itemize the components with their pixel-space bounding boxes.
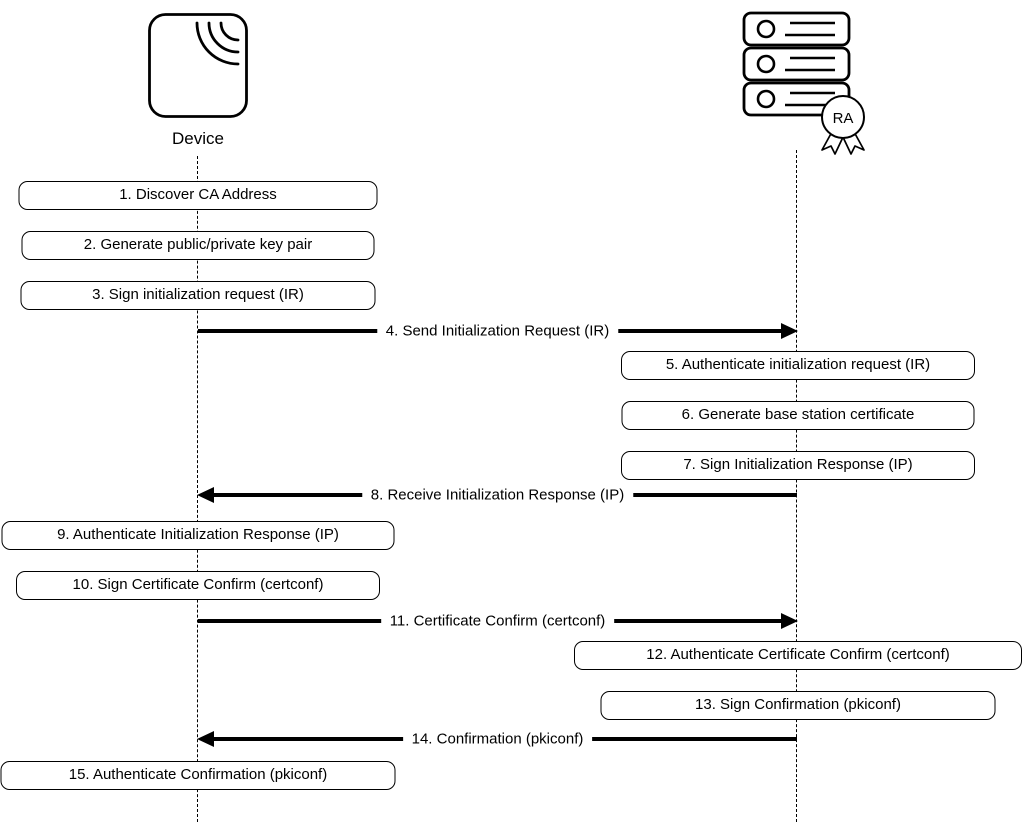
arrowhead-right-icon [781, 323, 798, 339]
wireless-device-icon [148, 13, 248, 118]
device-actor-label: Device [172, 129, 224, 148]
step-1-box: 1. Discover CA Address [18, 181, 378, 210]
step-2-box: 2. Generate public/private key pair [21, 231, 375, 260]
step-4-message-label: 4. Send Initialization Request (IR) [376, 322, 619, 340]
server-units [742, 11, 851, 117]
step-14-message-label: 14. Confirmation (pkiconf) [402, 730, 593, 748]
arrowhead-left-icon [197, 731, 214, 747]
ra-lifeline [796, 150, 797, 822]
device-body [148, 13, 248, 118]
step-3-box: 3. Sign initialization request (IR) [20, 281, 376, 310]
step-7-box: 7. Sign Initialization Response (IP) [621, 451, 975, 480]
step-5-box: 5. Authenticate initialization request (… [621, 351, 975, 380]
step-6-box: 6. Generate base station certificate [621, 401, 975, 430]
ra-certificate-badge: RA [821, 95, 865, 155]
wifi-arc-inner [219, 21, 240, 42]
badge-circle [821, 95, 865, 139]
arrowhead-right-icon [781, 613, 798, 629]
wifi-arc-middle [207, 21, 240, 54]
step-9-box: 9. Authenticate Initialization Response … [1, 521, 395, 550]
step-8-message-label: 8. Receive Initialization Response (IP) [361, 486, 634, 504]
step-13-box: 13. Sign Confirmation (pkiconf) [600, 691, 996, 720]
wifi-arc-outer [195, 21, 240, 66]
step-10-box: 10. Sign Certificate Confirm (certconf) [16, 571, 380, 600]
server-rack-icon: RA [742, 11, 865, 155]
step-12-box: 12. Authenticate Certificate Confirm (ce… [574, 641, 1022, 670]
step-11-message-label: 11. Certificate Confirm (certconf) [380, 612, 615, 630]
step-15-box: 15. Authenticate Confirmation (pkiconf) [0, 761, 396, 790]
arrowhead-left-icon [197, 487, 214, 503]
ra-badge-label: RA [833, 110, 854, 127]
